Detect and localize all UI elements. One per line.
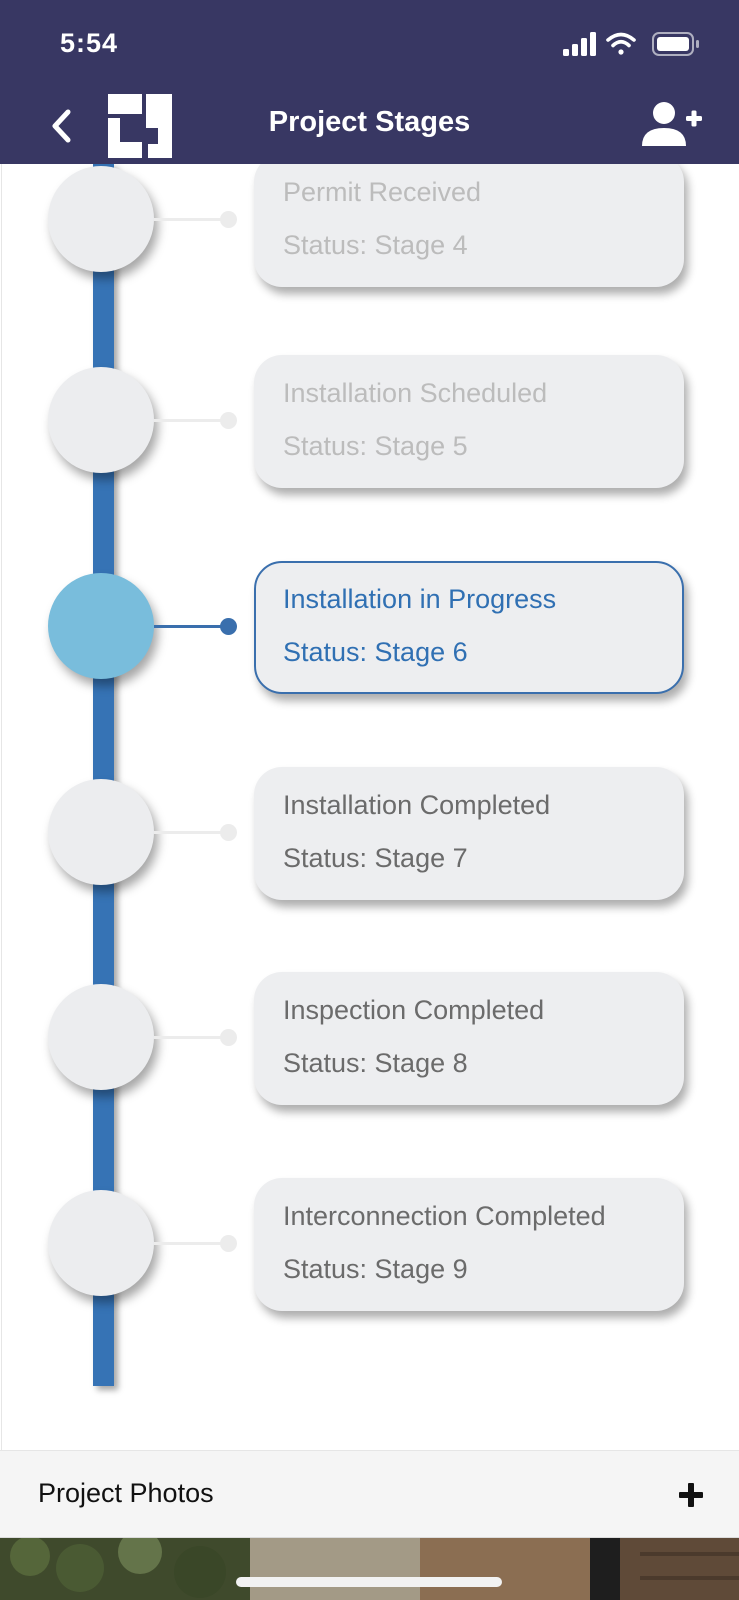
battery-icon (652, 32, 699, 56)
add-user-button[interactable] (642, 100, 704, 150)
stage-node-active (48, 573, 154, 679)
signal-icon (563, 32, 596, 56)
stage-item[interactable]: Installation Scheduled Status: Stage 5 (2, 355, 739, 489)
stage-connector-dot (220, 1029, 237, 1046)
home-indicator[interactable] (236, 1577, 502, 1587)
stage-title: Interconnection Completed (283, 1201, 606, 1231)
stage-connector-dot (220, 211, 237, 228)
stage-connector-dot (220, 412, 237, 429)
stage-connector (154, 1242, 228, 1245)
stage-card[interactable]: Inspection Completed Status: Stage 8 (254, 972, 684, 1105)
app-header: 5:54 Pro (0, 0, 739, 164)
back-button[interactable] (46, 106, 78, 146)
stage-status: Status: Stage 8 (283, 1048, 468, 1078)
stage-status: Status: Stage 4 (283, 230, 468, 260)
stage-item[interactable]: Permit Received Status: Stage 4 (2, 164, 739, 288)
stage-title: Inspection Completed (283, 995, 545, 1025)
project-photo-image (0, 1538, 739, 1600)
status-time: 5:54 (60, 28, 119, 58)
project-photo-thumbnail[interactable] (0, 1538, 739, 1600)
stage-card[interactable]: Installation Scheduled Status: Stage 5 (254, 355, 684, 488)
stage-status: Status: Stage 5 (283, 431, 468, 461)
page-title: Project Stages (268, 106, 471, 138)
stage-card-active[interactable]: Installation in Progress Status: Stage 6 (254, 561, 684, 694)
status-icons (563, 32, 699, 56)
stages-timeline[interactable]: Permit Received Status: Stage 4 Installa… (1, 164, 739, 1450)
stage-connector-dot (220, 618, 237, 635)
stage-card[interactable]: Installation Completed Status: Stage 7 (254, 767, 684, 900)
add-photo-button[interactable] (676, 1480, 706, 1510)
stage-item[interactable]: Inspection Completed Status: Stage 8 (2, 972, 739, 1106)
chevron-left-icon (52, 109, 71, 143)
stage-status: Status: Stage 9 (283, 1254, 468, 1284)
stage-status: Status: Stage 7 (283, 843, 468, 873)
stage-connector (154, 831, 228, 834)
stage-connector (154, 419, 228, 422)
stage-connector (154, 218, 228, 221)
stage-node (48, 984, 154, 1090)
stage-node (48, 367, 154, 473)
stage-status: Status: Stage 6 (283, 637, 468, 667)
stage-item[interactable]: Interconnection Completed Status: Stage … (2, 1178, 739, 1312)
stage-connector (154, 1036, 228, 1039)
stage-node (48, 779, 154, 885)
stage-node (48, 1190, 154, 1296)
stage-card[interactable]: Interconnection Completed Status: Stage … (254, 1178, 684, 1311)
stage-item[interactable]: Installation Completed Status: Stage 7 (2, 767, 739, 901)
stage-connector-dot (220, 1235, 237, 1252)
stage-node (48, 166, 154, 272)
stage-connector-dot (220, 824, 237, 841)
stage-connector (154, 625, 228, 628)
add-user-icon (642, 102, 702, 146)
stage-title: Installation Scheduled (283, 378, 548, 408)
stage-title: Installation in Progress (283, 584, 557, 614)
stage-title: Permit Received (283, 177, 482, 207)
wifi-icon (606, 32, 636, 55)
plus-icon (679, 1483, 703, 1507)
project-photos-label: Project Photos (38, 1478, 214, 1508)
project-photos-header[interactable]: Project Photos (0, 1450, 739, 1538)
company-logo (108, 94, 172, 158)
stage-title: Installation Completed (283, 790, 551, 820)
stage-card[interactable]: Permit Received Status: Stage 4 (254, 164, 684, 287)
stage-item-active[interactable]: Installation in Progress Status: Stage 6 (2, 561, 739, 695)
